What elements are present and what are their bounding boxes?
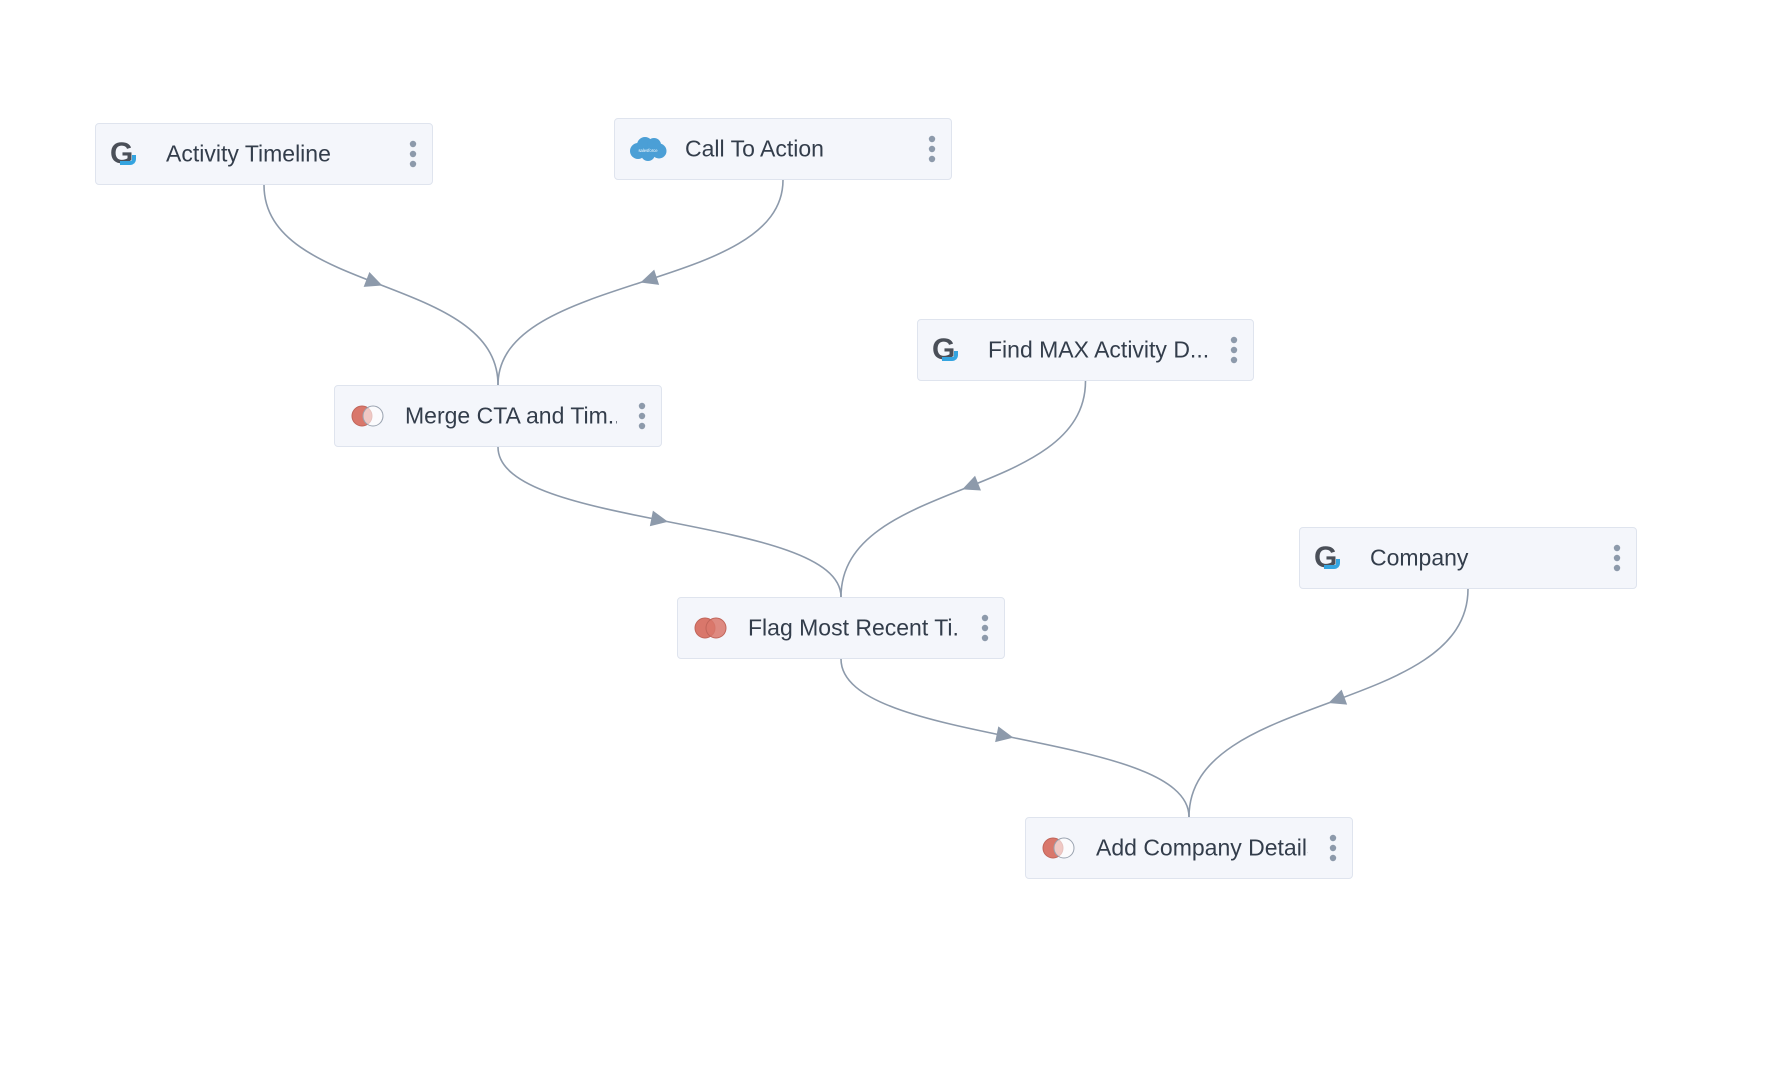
- edge-arrow-icon: [640, 269, 660, 285]
- edge-merge-cta-to-flag-most-recent: [497, 446, 842, 598]
- kebab-menu-icon[interactable]: [635, 401, 649, 431]
- node-label: Merge CTA and Tim...: [405, 402, 617, 429]
- node-activity-timeline[interactable]: G Activity Timeline: [95, 123, 433, 185]
- node-merge-cta[interactable]: Merge CTA and Tim...: [334, 385, 662, 447]
- edge-flag-most-recent-to-add-company-details: [840, 658, 1190, 818]
- kebab-menu-icon[interactable]: [978, 613, 992, 643]
- edge-arrow-icon: [363, 271, 383, 287]
- node-label: Add Company Details: [1096, 834, 1308, 861]
- join-left-icon: [1040, 833, 1080, 863]
- gainsight-g-icon: G: [932, 333, 959, 366]
- gainsight-g-icon: G: [1314, 541, 1341, 574]
- node-label: Activity Timeline: [166, 140, 331, 167]
- join-inner-icon: [692, 613, 732, 643]
- kebab-menu-icon[interactable]: [406, 139, 420, 169]
- salesforce-icon: salesforce: [629, 134, 669, 164]
- edge-arrow-icon: [649, 510, 669, 527]
- kebab-menu-icon[interactable]: [1227, 335, 1241, 365]
- node-flag-most-recent[interactable]: Flag Most Recent Ti...: [677, 597, 1005, 659]
- node-label: Call To Action: [685, 135, 824, 162]
- node-label: Find MAX Activity D...: [988, 336, 1209, 363]
- kebab-menu-icon[interactable]: [1610, 543, 1624, 573]
- node-company[interactable]: G Company: [1299, 527, 1637, 589]
- edge-arrow-icon: [962, 475, 981, 491]
- node-find-max-activity[interactable]: G Find MAX Activity D...: [917, 319, 1254, 381]
- kebab-menu-icon[interactable]: [925, 134, 939, 164]
- node-label: Company: [1370, 544, 1469, 571]
- node-call-to-action[interactable]: salesforce Call To Action: [614, 118, 952, 180]
- gainsight-g-icon: G: [110, 137, 137, 170]
- kebab-menu-icon[interactable]: [1326, 833, 1340, 863]
- edge-arrow-icon: [995, 726, 1014, 743]
- salesforce-logo-text: salesforce: [638, 148, 658, 153]
- edge-arrow-icon: [1328, 689, 1348, 705]
- node-label: Flag Most Recent Ti...: [748, 614, 960, 641]
- join-left-icon: [349, 401, 389, 431]
- node-add-company-details[interactable]: Add Company Details: [1025, 817, 1353, 879]
